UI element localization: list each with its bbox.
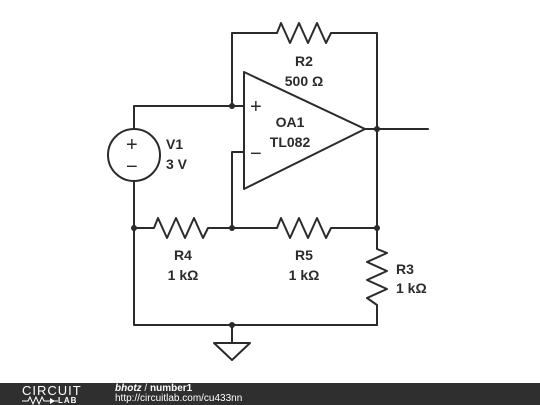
resistor-r2[interactable] [276, 22, 332, 44]
v1-name: V1 [166, 136, 183, 152]
opamp-oa1[interactable] [243, 71, 366, 190]
v1-plus-sign: + [126, 134, 138, 156]
wires [133, 32, 429, 344]
opamp-minus-sign: − [250, 143, 262, 165]
circuitlab-logo[interactable]: CIRCUIT LAB [22, 384, 94, 405]
resistor-r5[interactable] [276, 217, 332, 239]
wire-feedback-right [330, 32, 378, 229]
circuit-schematic: + − + − R2 500 Ω OA1 TL082 V1 3 V R4 1 k… [107, 22, 429, 361]
circuit-title: number1 [150, 383, 193, 394]
junction-dot [374, 126, 380, 132]
logo-text-bottom: LAB [58, 396, 78, 405]
r4-value: 1 kΩ [168, 267, 199, 283]
r2-name: R2 [295, 53, 313, 69]
voltage-source-v1[interactable] [107, 128, 161, 182]
r2-value: 500 Ω [285, 73, 323, 89]
r5-name: R5 [295, 247, 313, 263]
resistor-r4[interactable] [153, 217, 209, 239]
wire-inverting-input [231, 151, 245, 229]
r4-name: R4 [174, 247, 192, 263]
junction-dot [229, 322, 235, 328]
junction-dot [131, 225, 137, 231]
wire-feedback-left [231, 32, 278, 107]
r3-name: R3 [396, 261, 414, 277]
junction-dot [229, 225, 235, 231]
resistor-r3[interactable] [366, 248, 388, 306]
wire-r5-right [330, 227, 378, 250]
circuit-url[interactable]: http://circuitlab.com/cu433nn [115, 393, 243, 404]
logo-text-top: CIRCUIT [22, 383, 82, 398]
junction-dot [229, 103, 235, 109]
ground-icon [213, 342, 251, 361]
r5-value: 1 kΩ [289, 267, 320, 283]
title-separator: / [141, 383, 150, 394]
v1-value: 3 V [166, 156, 188, 172]
opamp-plus-sign: + [250, 96, 262, 118]
footer-credits: bhotz / number1 http://circuitlab.com/cu… [115, 384, 242, 404]
r3-value: 1 kΩ [396, 280, 427, 296]
wire-v1-top [133, 105, 245, 130]
footer-bar: CIRCUIT LAB bhotz / number1 http://circu… [0, 383, 540, 405]
logo-resistor-icon [22, 396, 58, 405]
v1-minus-sign: − [126, 156, 138, 178]
author-link[interactable]: bhotz [115, 383, 142, 394]
oa1-model: TL082 [270, 134, 311, 150]
footer-title-line: bhotz / number1 [115, 384, 242, 394]
wire-v1-bottom [133, 180, 378, 326]
oa1-name: OA1 [276, 114, 305, 130]
junction-dot [374, 225, 380, 231]
junctions [131, 103, 380, 328]
